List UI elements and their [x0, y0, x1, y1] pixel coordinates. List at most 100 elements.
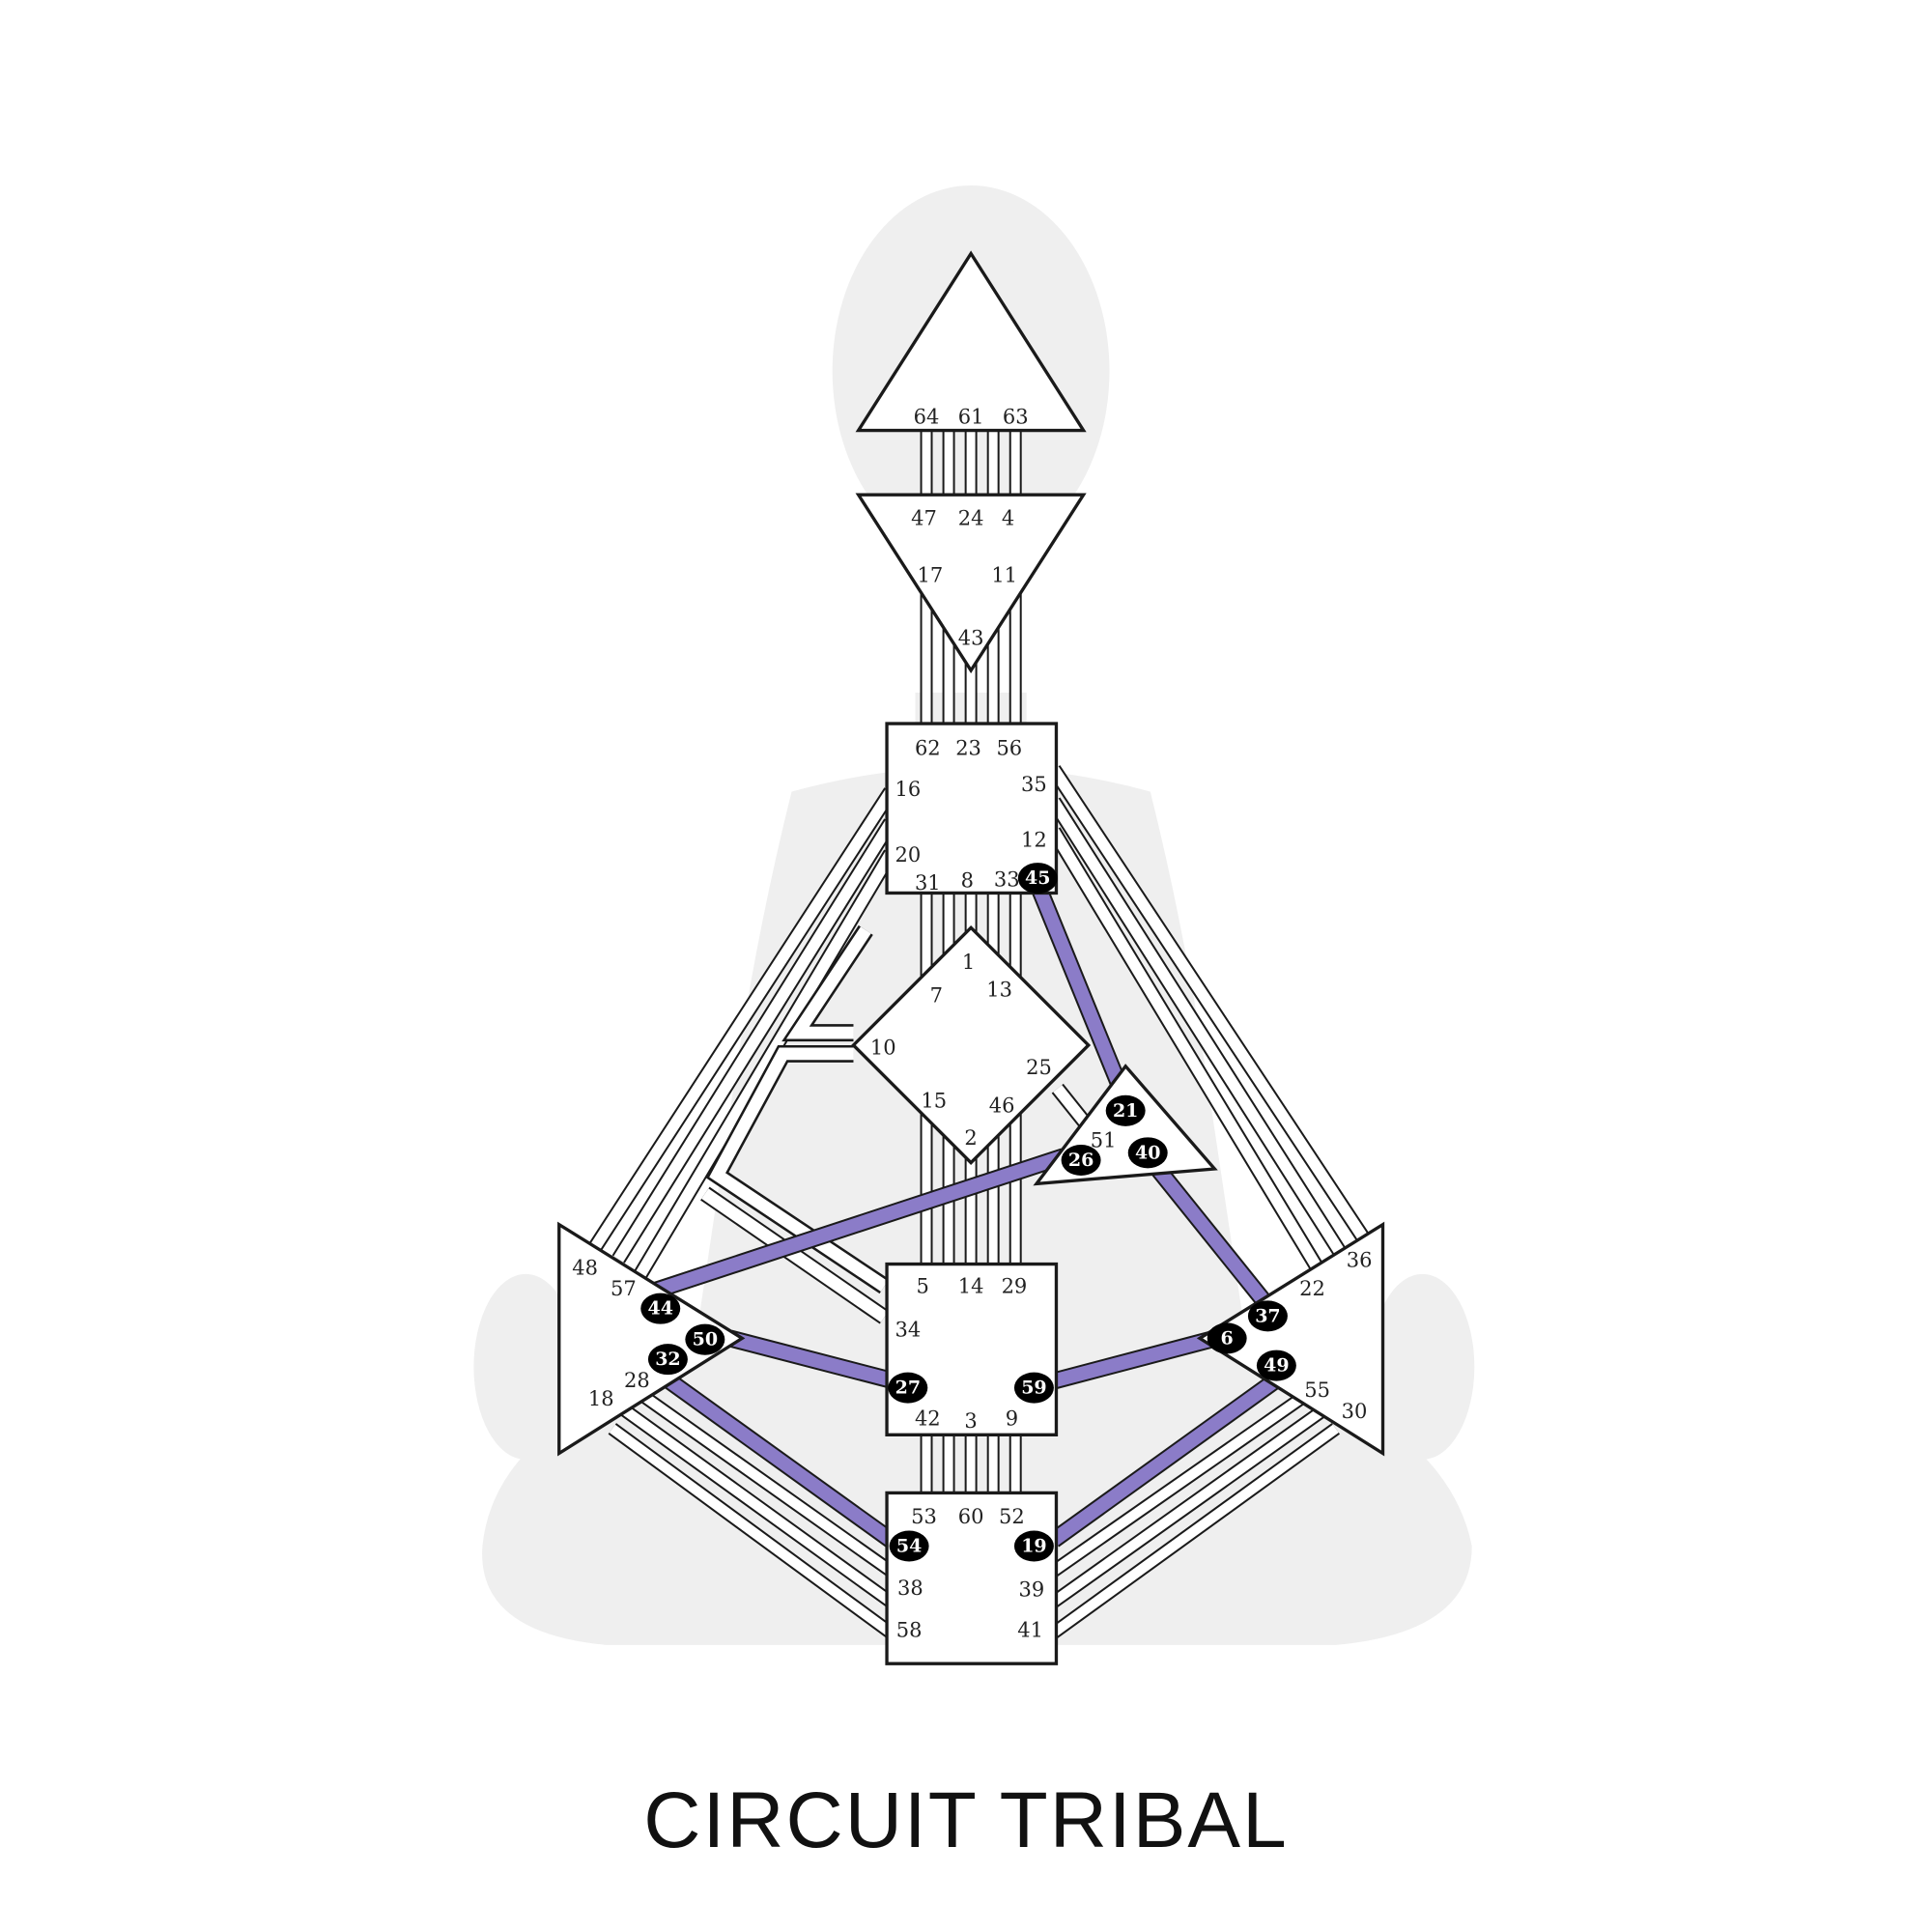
channel-inactive — [588, 788, 895, 1253]
channel-active — [657, 1370, 895, 1546]
channel-inactive — [1049, 798, 1348, 1259]
gate-29-label: 29 — [1002, 1275, 1028, 1298]
ajna-center — [855, 493, 1087, 674]
gate-2-label: 2 — [964, 1126, 977, 1150]
gate-55-label: 55 — [1304, 1378, 1330, 1402]
gate-28-label: 28 — [624, 1369, 650, 1392]
gate-8-label: 8 — [961, 869, 974, 893]
g-center — [851, 924, 1092, 1165]
sacral-center — [885, 1262, 1059, 1436]
channel-inactive — [636, 850, 895, 1277]
gate-5-label: 5 — [916, 1275, 928, 1298]
channel-inactive — [609, 1424, 894, 1637]
channel-inactive — [1050, 1406, 1327, 1606]
head-center — [855, 250, 1087, 433]
gate-63-label: 63 — [1003, 405, 1029, 428]
gate-36-label: 36 — [1347, 1249, 1373, 1272]
gate-35-label: 35 — [1021, 773, 1047, 796]
gate-30-label: 30 — [1342, 1400, 1368, 1423]
gate-14-label: 14 — [958, 1275, 984, 1298]
gate-59-marker — [1013, 1372, 1054, 1404]
gate-38-label: 38 — [897, 1577, 923, 1600]
gate-26-marker — [1061, 1145, 1101, 1177]
gate-25-label: 25 — [1026, 1056, 1052, 1079]
gate-51-label: 51 — [1091, 1129, 1117, 1152]
channel-inactive — [709, 1047, 889, 1292]
gate-50-label: 50 — [693, 1329, 718, 1350]
channel-active — [1147, 1158, 1270, 1306]
gate-49-label: 49 — [1264, 1355, 1289, 1377]
gate-33-label: 33 — [994, 867, 1020, 891]
gate-17-label: 17 — [918, 563, 944, 586]
gate-6-marker — [1207, 1322, 1247, 1354]
gate-57-label: 57 — [611, 1277, 637, 1300]
gate-59-label: 59 — [1021, 1378, 1046, 1399]
throat-center — [885, 722, 1059, 895]
gate-21-label: 21 — [1113, 1100, 1138, 1122]
gate-27-label: 27 — [895, 1378, 921, 1399]
diagram-title: CIRCUIT TRIBAL — [643, 1776, 1289, 1864]
gate-4-label: 4 — [1002, 506, 1014, 529]
gate-40-label: 40 — [1135, 1142, 1160, 1163]
channel-inactive — [1049, 766, 1372, 1246]
gate-37-marker — [1247, 1300, 1288, 1332]
centers — [557, 250, 1385, 1665]
gate-41-label: 41 — [1017, 1619, 1043, 1642]
channel-inactive — [701, 1188, 889, 1322]
gate-18-label: 18 — [588, 1387, 614, 1410]
gate-47-label: 47 — [911, 506, 937, 529]
gate-6-label: 6 — [1221, 1327, 1234, 1349]
gate-44-marker — [640, 1293, 681, 1324]
gate-1-label: 1 — [962, 951, 975, 974]
gate-58-label: 58 — [896, 1619, 923, 1642]
channel-active — [1033, 885, 1127, 1092]
gate-37-label: 37 — [1255, 1305, 1280, 1326]
gate-34-label: 34 — [895, 1318, 921, 1341]
root-center — [885, 1491, 1059, 1665]
gate-54-label: 54 — [896, 1536, 922, 1557]
gate-26-label: 26 — [1068, 1150, 1094, 1171]
gate-12-label: 12 — [1021, 828, 1047, 851]
channel-inactive — [621, 1406, 894, 1606]
gate-40-marker — [1127, 1137, 1168, 1169]
gate-16-label: 16 — [895, 778, 921, 801]
channel-active — [1049, 1331, 1218, 1389]
gate-21-marker — [1105, 1094, 1146, 1126]
gate-62-label: 62 — [915, 737, 941, 760]
gate-22-label: 22 — [1299, 1277, 1325, 1300]
gate-27-marker — [888, 1372, 928, 1404]
gate-9-label: 9 — [1006, 1407, 1018, 1431]
channel-active — [647, 1150, 1066, 1299]
silhouette-part — [1370, 1273, 1475, 1460]
channel-active — [727, 1331, 899, 1389]
gate-43-label: 43 — [958, 627, 984, 650]
gate-44-label: 44 — [648, 1298, 673, 1320]
gate-50-marker — [685, 1323, 725, 1355]
gate-24-label: 24 — [958, 506, 984, 529]
gate-7-label: 7 — [930, 984, 943, 1008]
gate-13-label: 13 — [986, 978, 1012, 1001]
channel-inactive — [785, 926, 871, 1039]
gate-48-label: 48 — [572, 1256, 598, 1279]
gate-11-label: 11 — [991, 563, 1017, 586]
gate-56-label: 56 — [996, 737, 1022, 760]
channel-inactive — [1050, 1387, 1315, 1576]
gate-46-label: 46 — [989, 1094, 1015, 1118]
gate-49-marker — [1256, 1350, 1296, 1381]
gate-52-label: 52 — [999, 1505, 1025, 1528]
gate-61-label: 61 — [958, 405, 984, 428]
gate-32-label: 32 — [655, 1349, 680, 1370]
gate-45-marker — [1017, 863, 1058, 895]
gate-15-label: 15 — [921, 1090, 947, 1113]
channel-inactive — [613, 819, 895, 1263]
gate-64-label: 64 — [914, 405, 940, 428]
channel-inactive — [1048, 828, 1322, 1271]
gate-10-label: 10 — [870, 1037, 896, 1060]
gate-53-label: 53 — [911, 1505, 937, 1528]
channel-inactive — [634, 1387, 894, 1576]
gate-32-marker — [647, 1344, 688, 1376]
gate-39-label: 39 — [1018, 1577, 1044, 1601]
gate-19-label: 19 — [1021, 1536, 1046, 1557]
